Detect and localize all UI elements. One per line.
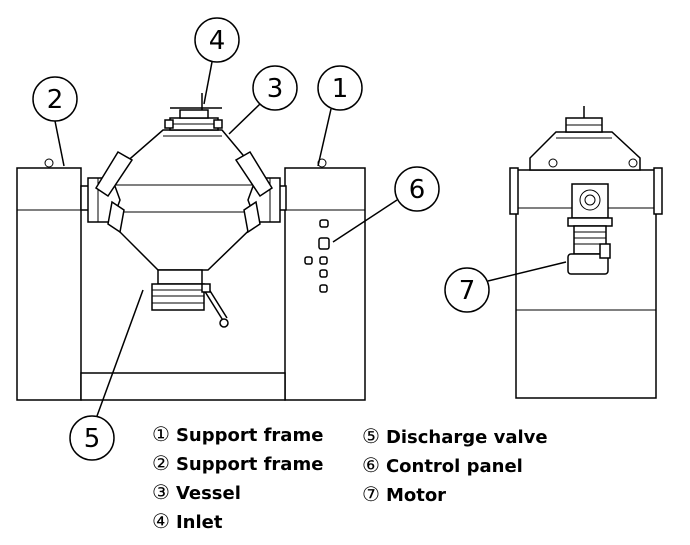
legend-marker: ④ bbox=[152, 509, 170, 533]
callout-1: 1 bbox=[317, 65, 363, 167]
callout-5: 5 bbox=[69, 289, 144, 461]
legend-text: Support frame bbox=[175, 425, 324, 446]
legend-text: Inlet bbox=[175, 512, 223, 533]
legend-text: Discharge valve bbox=[385, 427, 548, 448]
callout-4: 4 bbox=[194, 17, 240, 105]
right-support-frame bbox=[284, 158, 366, 401]
legend-marker: ① bbox=[152, 422, 170, 446]
callout-6: 6 bbox=[332, 166, 440, 243]
front-view bbox=[16, 93, 366, 401]
vessel bbox=[80, 129, 287, 271]
discharge-valve bbox=[151, 269, 229, 328]
side-view bbox=[509, 106, 663, 399]
left-support-frame bbox=[16, 158, 82, 401]
callout-7: 7 bbox=[444, 261, 567, 313]
callout-2-label: 2 bbox=[47, 85, 64, 115]
legend-marker: ⑦ bbox=[362, 482, 380, 506]
legend-text: Vessel bbox=[175, 483, 241, 504]
base-frame bbox=[80, 372, 286, 401]
callout-6-label: 6 bbox=[409, 175, 426, 205]
motor bbox=[567, 183, 613, 275]
control-panel bbox=[304, 219, 330, 293]
side-vessel bbox=[529, 106, 641, 171]
callout-7-label: 7 bbox=[459, 276, 476, 306]
legend-text: Motor bbox=[385, 485, 447, 506]
legend-marker: ⑥ bbox=[362, 453, 380, 477]
inlet bbox=[164, 93, 223, 131]
callout-2: 2 bbox=[32, 76, 78, 167]
callout-3-label: 3 bbox=[267, 74, 284, 104]
legend-marker: ③ bbox=[152, 480, 170, 504]
callout-4-label: 4 bbox=[209, 26, 226, 56]
legend-text: Support frame bbox=[175, 454, 324, 475]
legend-text: Control panel bbox=[385, 456, 523, 477]
legend-marker: ⑤ bbox=[362, 424, 380, 448]
legend-marker: ② bbox=[152, 451, 170, 475]
callout-3: 3 bbox=[228, 65, 298, 135]
callout-5-label: 5 bbox=[84, 424, 101, 454]
callout-1-label: 1 bbox=[332, 74, 349, 104]
